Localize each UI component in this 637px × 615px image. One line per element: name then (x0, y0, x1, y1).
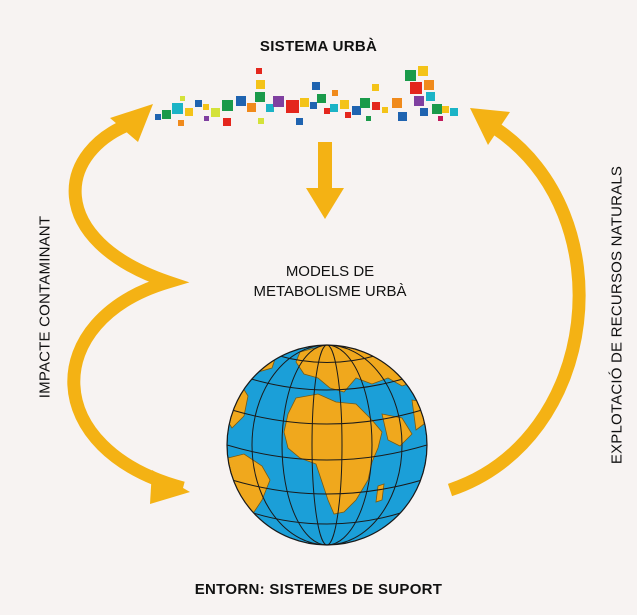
skyline-block (185, 108, 193, 116)
skyline-block (372, 84, 379, 91)
skyline-block (392, 98, 402, 108)
skyline-block (256, 68, 262, 74)
skyline-block (162, 110, 171, 119)
skyline-block (236, 96, 246, 106)
skyline-block (330, 104, 338, 112)
skyline-block (204, 116, 209, 121)
skyline-block (405, 70, 416, 81)
skyline-block (432, 104, 442, 114)
skyline-block (310, 102, 317, 109)
skyline-block (223, 118, 231, 126)
skyline-block (442, 106, 449, 113)
skyline-block (424, 80, 434, 90)
skyline-block (266, 104, 274, 112)
left-arrow-label: IMPACTE CONTAMINANT (36, 215, 54, 399)
resource-arrow (447, 108, 586, 497)
skyline-block (450, 108, 458, 116)
skyline-block (203, 104, 209, 110)
skyline-block (273, 96, 284, 107)
skyline-block (345, 112, 351, 118)
skyline-block (360, 98, 370, 108)
skyline-block (317, 94, 326, 103)
skyline-block (312, 82, 320, 90)
skyline-block (410, 82, 422, 94)
skyline-block (195, 100, 202, 107)
city-skyline-icon (155, 66, 458, 126)
skyline-block (258, 118, 264, 124)
globe-icon (226, 344, 428, 546)
skyline-block (155, 114, 161, 120)
skyline-block (418, 66, 428, 76)
skyline-block (398, 112, 407, 121)
impact-arrow (67, 104, 190, 504)
right-arrow-label: EXPLOTACIÓ DE RECURSOS NATURALS (608, 165, 626, 465)
skyline-block (180, 96, 185, 101)
skyline-block (256, 80, 265, 89)
center-caption-line2: METABOLISME URBÀ (253, 283, 407, 300)
skyline-block (366, 116, 371, 121)
skyline-block (255, 92, 265, 102)
skyline-block (324, 108, 330, 114)
skyline-block (414, 96, 424, 106)
skyline-block (178, 120, 184, 126)
skyline-block (372, 102, 380, 110)
skyline-block (426, 92, 435, 101)
skyline-block (247, 103, 256, 112)
down-arrow (306, 142, 344, 219)
skyline-block (340, 100, 349, 109)
skyline-block (211, 108, 220, 117)
skyline-block (438, 116, 443, 121)
skyline-block (300, 98, 309, 107)
skyline-block (352, 106, 361, 115)
system-title: SISTEMA URBÀ (259, 38, 378, 55)
skyline-block (296, 118, 303, 125)
skyline-block (382, 107, 388, 113)
skyline-block (172, 103, 183, 114)
skyline-block (222, 100, 233, 111)
center-caption-line1: MODELS DE (285, 263, 375, 280)
support-title: ENTORN: SISTEMES DE SUPORT (194, 581, 443, 598)
skyline-block (420, 108, 428, 116)
skyline-block (332, 90, 338, 96)
center-caption: MODELS DE METABOLISME URBÀ (200, 262, 460, 302)
skyline-block (286, 100, 299, 113)
